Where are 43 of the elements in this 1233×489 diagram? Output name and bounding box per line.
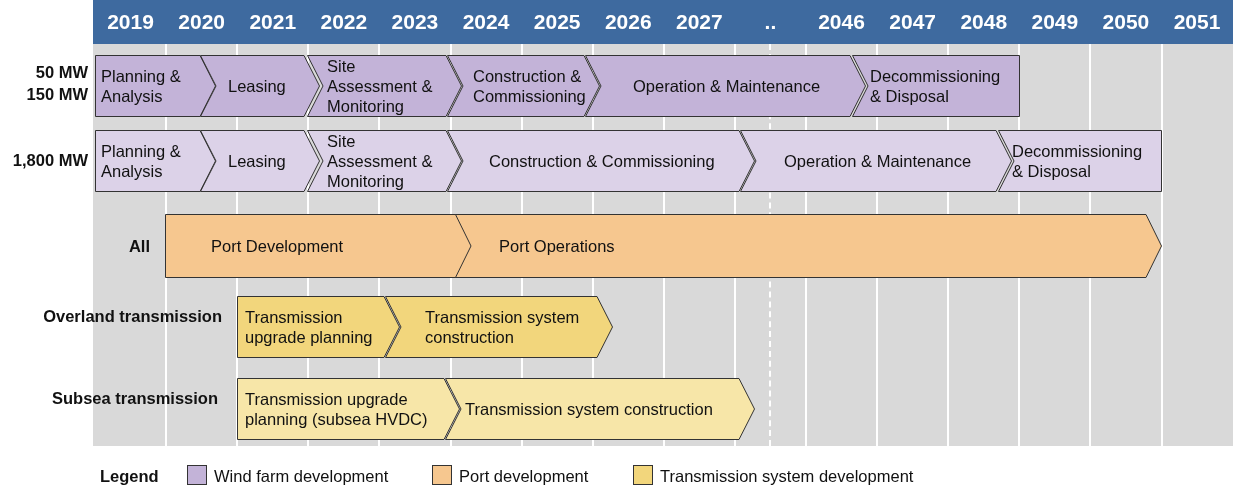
year-label: .. <box>763 9 778 35</box>
year-label: 2023 <box>390 9 440 35</box>
phase-box: Decommissioning & Disposal <box>998 130 1162 192</box>
year-label: 2046 <box>817 9 866 35</box>
phase-box: Planning & Analysis <box>95 130 216 192</box>
year-label: 2050 <box>1101 9 1151 35</box>
year-label: 2022 <box>319 9 369 35</box>
row-label: All <box>127 236 150 257</box>
legend-label: Transmission system development <box>660 466 914 487</box>
phase-box: Leasing <box>200 55 320 117</box>
year-label: 2027 <box>675 9 724 35</box>
phase-box: Transmission upgrade planning <box>237 296 400 358</box>
phase-box: Construction & Commissioning <box>447 130 755 192</box>
year-label: 2026 <box>603 9 653 35</box>
row-label: 150 MW <box>25 84 88 105</box>
phase-box: Transmission upgrade planning (subsea HVDC) <box>237 378 460 440</box>
legend-label: Wind farm development <box>214 466 389 487</box>
row-label: 1,800 MW <box>11 150 88 171</box>
year-label: 2048 <box>959 9 1009 35</box>
year-label: 2021 <box>248 9 298 35</box>
year-label: 2019 <box>106 9 155 35</box>
phase-box: Decommissioning & Disposal <box>852 55 1020 117</box>
phase-box: Site Assessment & Monitoring <box>307 55 462 117</box>
phase-box: Transmission system construction <box>445 378 755 440</box>
phase-box: Transmission system construction <box>385 296 613 358</box>
row-label: Subsea transmission <box>51 388 218 409</box>
phase-box: Site Assessment & Monitoring <box>307 130 462 192</box>
year-label: 2024 <box>461 9 511 35</box>
phase-box: Leasing <box>200 130 320 192</box>
row-label: 50 MW <box>34 62 88 83</box>
phase-box: Operation & Maintenance <box>585 55 866 117</box>
year-label: 2049 <box>1030 9 1080 35</box>
phase-box: Planning & Analysis <box>95 55 216 117</box>
year-label: 2025 <box>532 9 582 35</box>
phase-box: Port Operations <box>455 214 1162 278</box>
legend-title: Legend <box>100 466 160 487</box>
phase-box: Construction & Commissioning <box>447 55 600 117</box>
year-label: 2047 <box>888 9 937 35</box>
year-label: 2051 <box>1172 9 1222 35</box>
year-label: 2020 <box>177 9 226 35</box>
legend-label: Port development <box>459 466 589 487</box>
row-label: Overland transmission <box>42 306 222 327</box>
phase-box: Operation & Maintenance <box>740 130 1012 192</box>
